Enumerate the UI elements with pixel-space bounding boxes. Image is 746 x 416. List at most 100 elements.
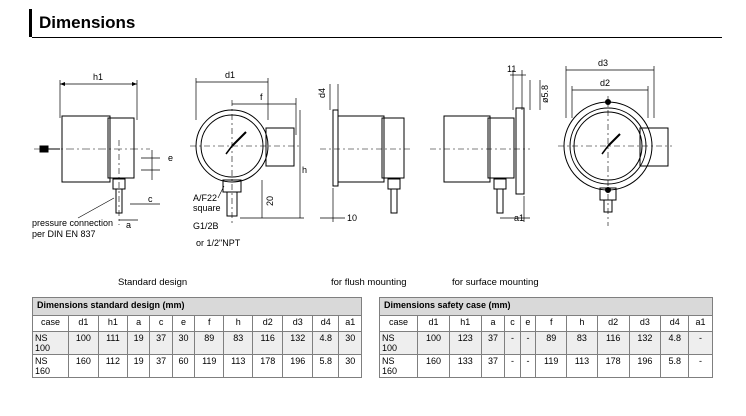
table-cell: 4.8 (660, 331, 690, 355)
table-cell: 30 (338, 331, 362, 355)
table-cell: 132 (282, 331, 314, 355)
col-header: f (194, 315, 225, 332)
table-cell: - (519, 331, 537, 355)
col-header: d1 (417, 315, 450, 332)
table-cell: NS 160 (32, 354, 69, 378)
table-cell: 119 (194, 354, 225, 378)
table-cell: 5.8 (660, 354, 690, 378)
label-din-en-837: per DIN EN 837 (32, 229, 96, 239)
table-cell: 19 (126, 331, 151, 355)
page-title: Dimensions (29, 9, 135, 37)
col-header: d4 (660, 315, 690, 332)
table-row: NS 160 160 112 19 37 60 119 113 178 196 … (32, 354, 362, 378)
surface-front-drawing (558, 66, 672, 226)
label-c: c (148, 194, 153, 204)
col-header: case (32, 315, 69, 332)
label-10: 10 (347, 213, 357, 223)
label-pressure-connection: pressure connection (32, 218, 113, 228)
label-11: 11 (507, 64, 516, 74)
table-cell: - (688, 354, 713, 378)
table-safety-case: Dimensions safety case (mm) case d1 h1 a… (378, 297, 713, 378)
title-rule (32, 37, 722, 38)
table-cell: NS 100 (32, 331, 69, 355)
table-cell: 5.8 (312, 354, 340, 378)
col-header: h1 (448, 315, 482, 332)
table-cell: 196 (628, 354, 662, 378)
col-header: d2 (596, 315, 630, 332)
col-header: d3 (282, 315, 314, 332)
table-title: Dimensions safety case (mm) (379, 297, 713, 316)
table-cell: 112 (97, 354, 128, 378)
col-header: d4 (312, 315, 340, 332)
col-header: h (566, 315, 598, 332)
table-cell: 100 (67, 331, 99, 355)
table-cell: NS 160 (378, 354, 419, 378)
col-header: c (149, 315, 173, 332)
table-cell: 119 (535, 354, 568, 378)
table-cell: 89 (194, 331, 225, 355)
caption-flush-mounting: for flush mounting (331, 277, 407, 288)
label-e: e (168, 153, 173, 163)
table-cell: 89 (535, 331, 568, 355)
front-view-drawing (190, 78, 304, 226)
col-header: a (480, 315, 506, 332)
table-cell: 83 (566, 331, 598, 355)
table-cell: 123 (448, 331, 482, 355)
label-a: a (126, 220, 131, 230)
col-header: h1 (97, 315, 128, 332)
col-header: e (519, 315, 537, 332)
table-cell: 160 (417, 354, 450, 378)
side-view-drawing (34, 80, 160, 225)
col-header: d3 (628, 315, 662, 332)
table-cell: 178 (596, 354, 630, 378)
surface-side-drawing (430, 70, 541, 222)
table-cell: 178 (252, 354, 284, 378)
table-cell: NS 100 (378, 331, 419, 355)
table-cell: 113 (566, 354, 598, 378)
table-cell: 100 (417, 331, 450, 355)
flush-view-drawing (320, 84, 410, 222)
table-cell: 83 (223, 331, 254, 355)
table-cell: - (504, 331, 521, 355)
table-cell: 4.8 (312, 331, 340, 355)
table-cell: 160 (67, 354, 99, 378)
label-dia58: ø5.8 (540, 85, 550, 103)
caption-standard-design: Standard design (118, 277, 188, 288)
table-cell: 30 (171, 331, 196, 355)
table-cell: 37 (149, 354, 173, 378)
table-standard-design: Dimensions standard design (mm) case d1 … (32, 297, 362, 378)
col-header: f (535, 315, 568, 332)
table-row: NS 160 160 133 37 - - 119 113 178 196 5.… (378, 354, 713, 378)
label-d2: d2 (600, 78, 610, 88)
col-header: e (171, 315, 196, 332)
table-cell: 37 (480, 331, 506, 355)
label-g12b: G1/2B (193, 221, 219, 231)
table-cell: 30 (338, 354, 362, 378)
table-cell: 133 (448, 354, 482, 378)
table-cell: - (504, 354, 521, 378)
table-cell: - (519, 354, 537, 378)
table-cell: 196 (282, 354, 314, 378)
table-cell: 37 (149, 331, 173, 355)
col-header: a1 (338, 315, 362, 332)
col-header: case (378, 315, 419, 332)
col-header: h (223, 315, 254, 332)
label-h1: h1 (93, 72, 103, 82)
table-cell: 113 (223, 354, 254, 378)
col-header: a (126, 315, 151, 332)
label-af22: A/F22 (193, 193, 217, 203)
label-d4: d4 (317, 88, 327, 98)
table-cell: 37 (480, 354, 506, 378)
label-f: f (260, 92, 263, 102)
label-20: 20 (265, 196, 275, 206)
label-square: square (193, 203, 221, 213)
dimension-drawings: h1 d1 f d4 d3 d2 11 ø5.8 e c a h 20 10 a… (32, 58, 672, 248)
col-header: d1 (67, 315, 99, 332)
table-cell: 132 (628, 331, 662, 355)
table-cell: 116 (596, 331, 630, 355)
table-cell: 116 (252, 331, 284, 355)
label-npt: or 1/2"NPT (196, 238, 241, 248)
col-header: a1 (688, 315, 713, 332)
table-row: NS 100 100 123 37 - - 89 83 116 132 4.8 … (378, 331, 713, 355)
table-row: NS 100 100 111 19 37 30 89 83 116 132 4.… (32, 331, 362, 355)
